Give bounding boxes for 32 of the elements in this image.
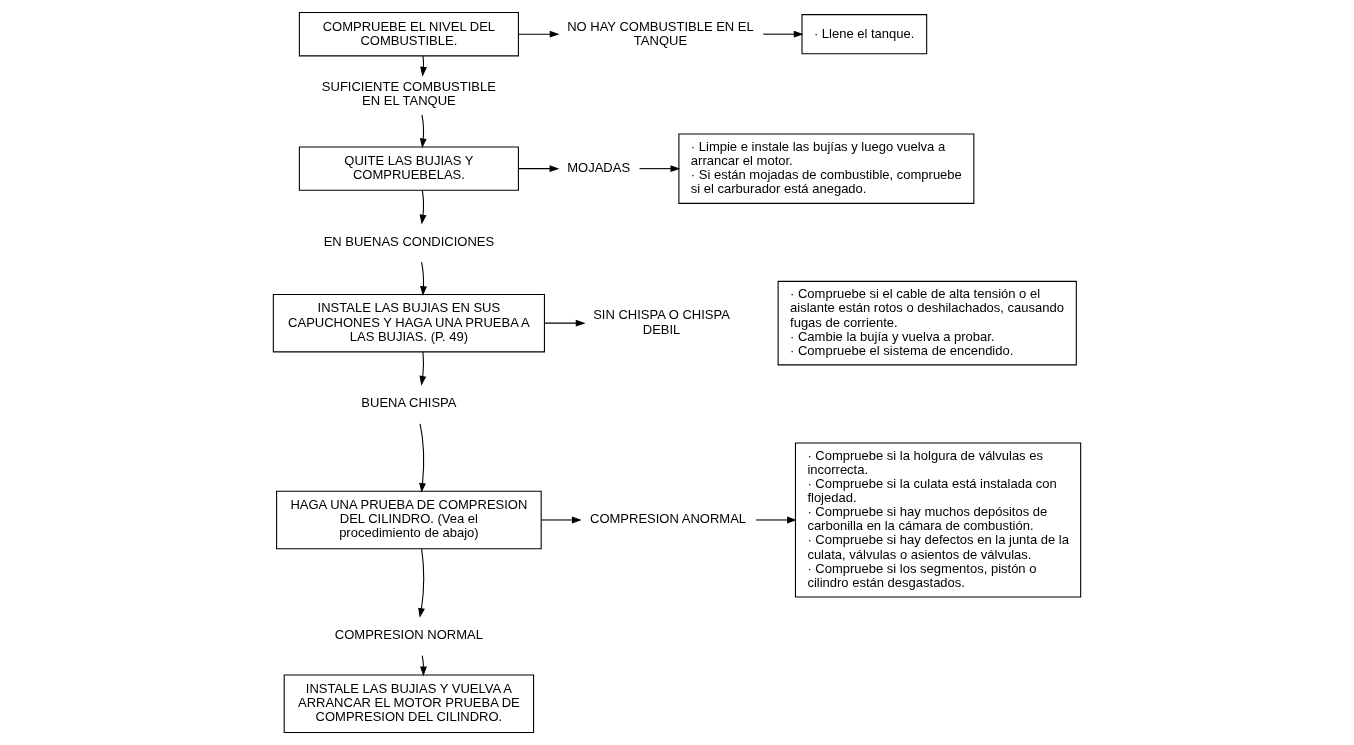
arrow [755,516,797,524]
node-text: SUFICIENTE COMBUSTIBLE EN EL TANQUE [321,79,496,109]
node-text: NO HAY COMBUSTIBLE EN EL TANQUE [567,18,754,48]
arrow [420,261,427,296]
arrow [762,30,804,38]
node-box: QUITE LAS BUJIAS Y COMPRUEBELAS. [298,146,519,191]
node-box: INSTALE LAS BUJIAS Y VUELVA A ARRANCAR EL MOTOR PRUEBA DE COMPRESION DEL CILINDRO. [283,674,535,734]
node-box: INSTALE LAS BUJIAS EN SUS CAPUCHONES Y HAGA UNA PRUEBA A LAS BUJIAS. (P. 49) [272,293,545,353]
node-text: COMPRESION ANORMAL [590,511,747,527]
node-box: HAGA UNA PRUEBA DE COMPRESION DEL CILINDRO. (Vea el procedimiento de abajo) [276,490,542,550]
node-text: COMPRESION NORMAL [334,627,483,643]
arrow [544,319,586,327]
node-text: EN BUENAS CONDICIONES [323,233,495,249]
node-box: · Compruebe si la holgura de válvulas es incorrecta. · Compruebe si la culata está instalada con flojedad. · Compruebe si hay muchos depósitos de carbonilla en la cámara de combustión. · Compruebe si hay defectos en la junta de la culata, válvulas o asientos de válvulas. · Compruebe si los segmentos, pistón o cilindro están desgastados. [794,442,1082,598]
node-text: MOJADAS [567,160,631,175]
arrow [420,655,427,677]
arrow [419,189,427,225]
arrow [419,351,427,386]
arrow [517,30,560,38]
arrow [419,423,426,493]
node-box: · Limpie e instale las bujías y luego vuelva a arrancar el motor. · Si están mojadas de combustible, compruebe si el carburador está anegado. [678,133,975,204]
node-box: · Llene el tanque. [801,14,928,55]
node-box: COMPRUEBE EL NIVEL DEL COMBUSTIBLE. [298,11,519,57]
arrow [420,55,427,77]
node-box: · Compruebe si el cable de alta tensión o el aislante están rotos o deshilachados, causando fugas de corriente. · Cambie la bujía y vuelva a probar. · Compruebe el sistema de encendido. [777,280,1077,366]
arrow [540,516,582,524]
arrow [419,114,427,149]
arrow [639,165,681,173]
node-text: SIN CHISPA O CHISPA DEBIL [593,307,730,337]
node-text: BUENA CHISPA [361,395,457,411]
arrow [418,548,425,618]
arrow [518,165,560,173]
